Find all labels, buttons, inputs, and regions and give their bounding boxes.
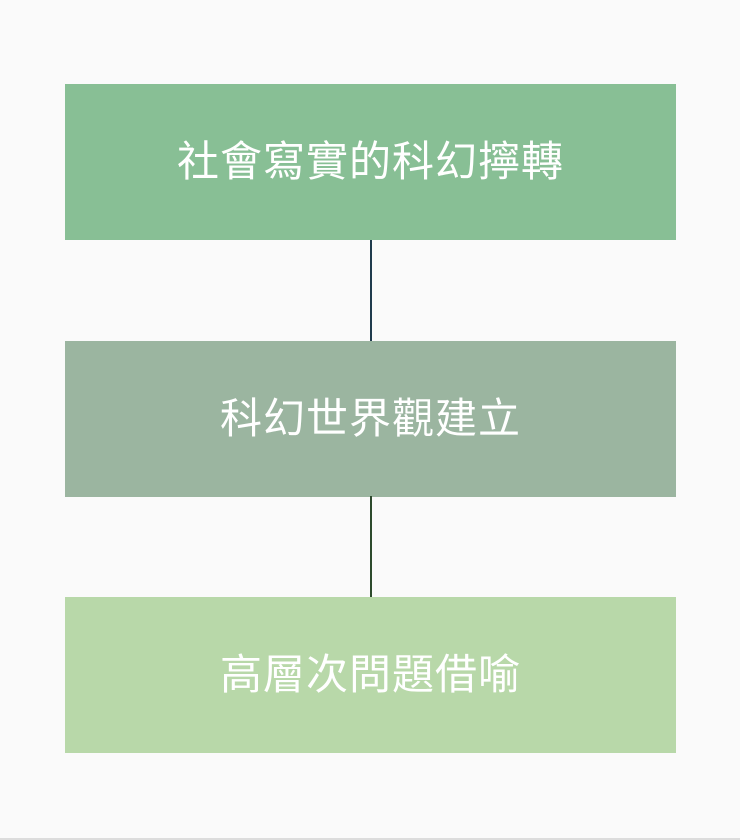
bottom-divider [0, 838, 740, 840]
connector-line [370, 496, 372, 597]
connector-line [370, 240, 372, 341]
node-label: 科幻世界觀建立 [219, 394, 521, 443]
flow-node-social-realism-scifi-twist: 社會寫實的科幻擰轉 [65, 84, 676, 240]
flow-node-scifi-worldbuilding: 科幻世界觀建立 [65, 341, 676, 497]
flow-node-high-level-metaphor: 高層次問題借喻 [65, 597, 676, 753]
node-label: 高層次問題借喻 [219, 650, 521, 699]
node-label: 社會寫實的科幻擰轉 [176, 137, 564, 186]
